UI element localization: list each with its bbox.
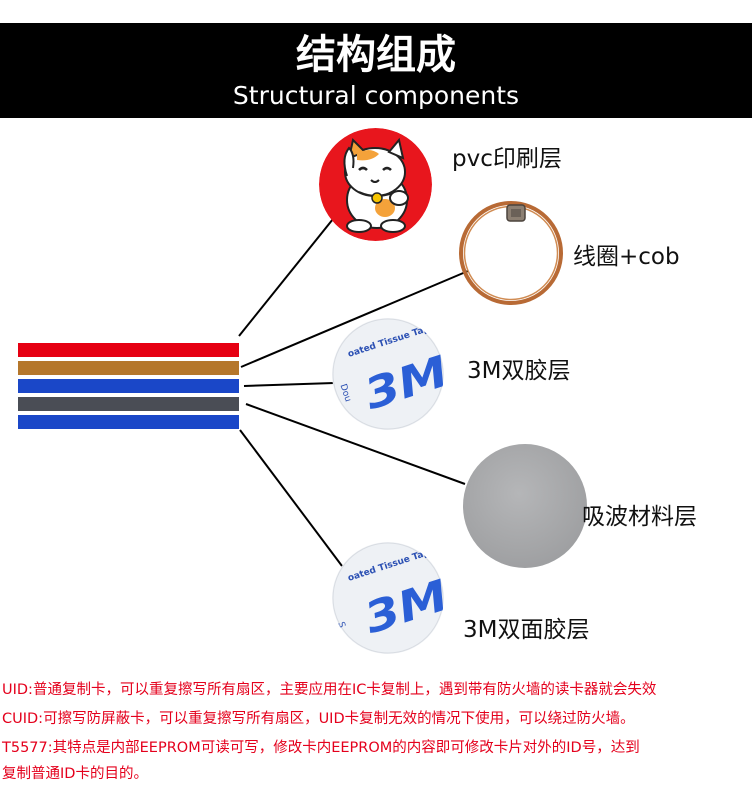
title-english: Structural components [232, 81, 520, 110]
connector-line-3m-double [239, 429, 343, 567]
note-cuid: CUID:可擦写防屏蔽卡，可以重复擦写所有扇区，UID卡复制无效的情况下使用，可… [2, 711, 635, 727]
note-t5577-cont: 复制普通ID卡的目的。 [2, 766, 148, 782]
coil-disc [457, 199, 565, 307]
connector-line-pvc [238, 218, 334, 337]
lucky-cat-icon [343, 137, 409, 233]
layer-label-absorber: 吸波材料层 [582, 504, 697, 530]
layer-band-3m-glue [18, 379, 239, 393]
layer-label-pvc: pvc印刷层 [452, 146, 562, 172]
note-t5577: T5577:其特点是内部EEPROM可读可写，修改卡内EEPROM的内容即可修改… [2, 740, 640, 756]
connector-line-absorber [245, 403, 466, 485]
layer-label-3m-glue: 3M双胶层 [467, 358, 571, 384]
3m-double-disc: oated Tissue Tape 3M S [332, 542, 444, 654]
header-banner: 结构组成 Structural components [0, 23, 752, 118]
absorber-disc [463, 444, 587, 568]
connector-line-coil [240, 270, 469, 368]
layer-band-coil [18, 361, 239, 375]
layer-label-3m-double: 3M双面胶层 [463, 617, 590, 643]
layer-band-absorber [18, 397, 239, 411]
connector-line-3m-glue [243, 382, 335, 387]
layer-label-coil: 线圈+cob [573, 244, 680, 270]
pvc-print-disc [319, 128, 432, 241]
layer-band-3m-double [18, 415, 239, 429]
copper-coil-icon [459, 201, 563, 305]
gray-disc-icon [463, 444, 587, 568]
note-uid: UID:普通复制卡，可以重复擦写所有扇区，主要应用在IC卡复制上，遇到带有防火墙… [2, 682, 657, 698]
3m-glue-disc: oated Tissue Tape 3M Dou [332, 318, 444, 430]
layer-band-pvc [18, 343, 239, 357]
title-chinese: 结构组成 [296, 32, 456, 78]
